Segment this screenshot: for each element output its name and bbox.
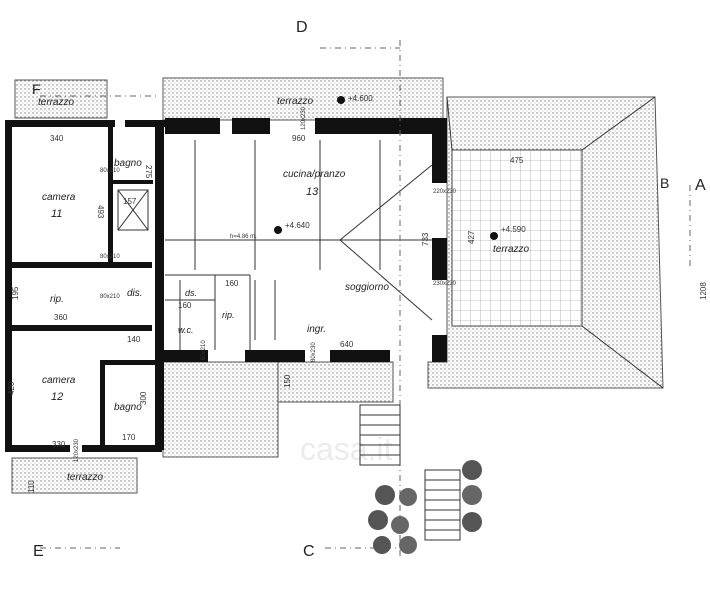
level-top: +4.600 bbox=[348, 94, 373, 103]
level-center: +4.640 bbox=[285, 221, 310, 230]
dim-733: 733 bbox=[421, 232, 430, 246]
dim-330: 330 bbox=[52, 440, 66, 449]
door-80x210: 80x210 bbox=[100, 254, 120, 260]
room-soggiorno: soggiorno bbox=[345, 282, 389, 293]
dim-960: 960 bbox=[292, 134, 306, 143]
dim-160b: 160 bbox=[225, 279, 239, 288]
room-rip-mid: rip. bbox=[222, 310, 235, 320]
level-right: +4.590 bbox=[501, 225, 526, 234]
dim-110: 110 bbox=[27, 480, 36, 493]
dim-640: 640 bbox=[340, 340, 354, 349]
shrubs bbox=[368, 460, 482, 554]
room-cucina-pranzo: cucina/pranzo bbox=[283, 169, 346, 180]
dim-275: 275 bbox=[144, 165, 153, 179]
section-B: B bbox=[660, 175, 669, 191]
section-C: C bbox=[303, 543, 315, 560]
room-rip-left: rip. bbox=[50, 294, 64, 305]
door-80x230: 80x230 bbox=[311, 342, 317, 362]
dim-475: 475 bbox=[510, 156, 524, 165]
level-height: h=4.86 m. bbox=[230, 234, 257, 240]
dim-300: 300 bbox=[139, 391, 148, 405]
section-F: F bbox=[32, 81, 41, 97]
dim-140: 140 bbox=[127, 335, 141, 344]
room-terrazzo-right: terrazzo bbox=[493, 244, 530, 255]
door-60x210: 60x210 bbox=[201, 340, 207, 360]
room-camera-12-number: 12 bbox=[51, 391, 63, 403]
exterior-stairs bbox=[359, 404, 461, 541]
window-120x230b: 120x230 bbox=[301, 106, 307, 130]
window-120x230: 120x230 bbox=[74, 438, 80, 462]
room-dis: dis. bbox=[127, 288, 143, 299]
room-camera-11: camera bbox=[42, 192, 76, 203]
interior-lines bbox=[117, 140, 433, 350]
room-terrazzo-top: terrazzo bbox=[277, 96, 314, 107]
top-terrace bbox=[162, 77, 444, 121]
dim-340: 340 bbox=[50, 134, 64, 143]
left-terrace bbox=[14, 79, 108, 119]
room-ingr: ingr. bbox=[307, 324, 326, 335]
dim-170: 170 bbox=[122, 433, 136, 442]
door-80x210c: 80x210 bbox=[100, 168, 120, 174]
room-camera-12: camera bbox=[42, 375, 76, 386]
dim-157: 157 bbox=[123, 197, 137, 206]
room-terrazzo-left: terrazzo bbox=[38, 97, 75, 108]
section-D: D bbox=[296, 19, 308, 36]
bottom-terrace bbox=[11, 457, 138, 494]
room-bagno-bottom: bagno bbox=[114, 402, 142, 413]
dim-493: 493 bbox=[96, 205, 105, 219]
room-cucina-number: 13 bbox=[306, 186, 319, 198]
room-ds: ds. bbox=[185, 288, 197, 298]
watermark: casa.it bbox=[300, 431, 393, 467]
dim-160: 160 bbox=[178, 301, 192, 310]
room-camera-11-number: 11 bbox=[51, 208, 62, 220]
level-markers bbox=[274, 96, 498, 240]
window-230x230: 230x230 bbox=[433, 281, 457, 287]
section-A: A bbox=[695, 177, 706, 194]
room-terrazzo-bottom: terrazzo bbox=[67, 472, 104, 483]
right-terrace bbox=[427, 96, 664, 389]
dim-420: 420 bbox=[7, 381, 16, 395]
door-80x210b: 80x210 bbox=[100, 294, 120, 300]
walls bbox=[5, 118, 447, 452]
room-bagno-top: bagno bbox=[114, 158, 142, 169]
dim-150: 150 bbox=[283, 374, 292, 388]
entrance-porch bbox=[277, 361, 394, 403]
dim-195: 195 bbox=[11, 286, 20, 300]
section-E: E bbox=[33, 543, 44, 560]
dim-427: 427 bbox=[467, 230, 476, 244]
dim-1208: 1208 bbox=[699, 282, 708, 300]
window-220x230: 220x230 bbox=[433, 189, 457, 195]
room-wc: w.c. bbox=[178, 325, 194, 335]
dim-360: 360 bbox=[54, 313, 68, 322]
entrance-terrace bbox=[162, 361, 279, 458]
